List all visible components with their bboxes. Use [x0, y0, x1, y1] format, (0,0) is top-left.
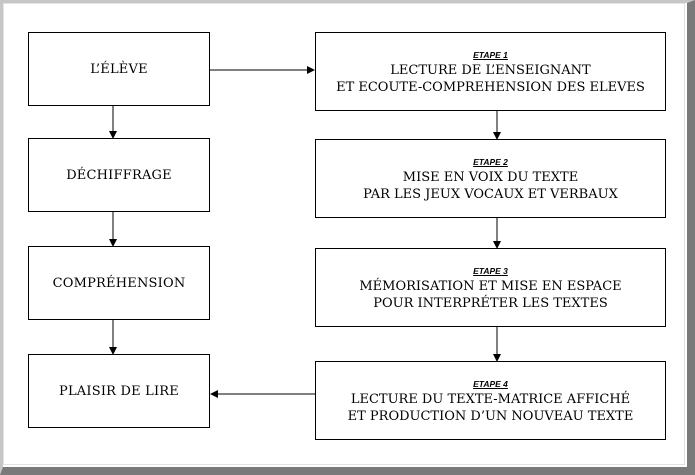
box-dechiffrage: DÉCHIFFRAGE — [28, 138, 210, 212]
etape-3-line-1: MÉMORISATION ET MISE EN ESPACE — [359, 279, 622, 294]
etape-1-line-2: ET ECOUTE-COMPREHENSION DES ELEVES — [336, 80, 645, 95]
box-comprehension-label: COMPRÉHENSION — [52, 275, 186, 291]
box-plaisir-de-lire: PLAISIR DE LIRE — [28, 354, 210, 428]
frame-inner-border — [3, 3, 685, 465]
etape-1-title: ETAPE 1 — [473, 50, 508, 60]
etape-4-title: ETAPE 4 — [473, 379, 508, 389]
box-etape-3: ETAPE 3 MÉMORISATION ET MISE EN ESPACE P… — [315, 248, 666, 327]
etape-2-line-1: MISE EN VOIX DU TEXTE — [402, 170, 579, 185]
etape-3-title: ETAPE 3 — [473, 266, 508, 276]
box-dechiffrage-label: DÉCHIFFRAGE — [66, 167, 172, 183]
box-eleve-label: L’ÉLÈVE — [90, 61, 148, 77]
box-etape-2: ETAPE 2 MISE EN VOIX DU TEXTE PAR LES JE… — [315, 139, 666, 218]
etape-3-line-2: POUR INTERPRÉTER LES TEXTES — [373, 296, 608, 311]
box-eleve: L’ÉLÈVE — [28, 32, 210, 106]
box-plaisir-label: PLAISIR DE LIRE — [59, 383, 179, 399]
etape-1-line-1: LECTURE DE L’ENSEIGNANT — [390, 63, 591, 78]
box-etape-4: ETAPE 4 LECTURE DU TEXTE-MATRICE AFFICHÉ… — [315, 361, 666, 440]
etape-4-line-1: LECTURE DU TEXTE-MATRICE AFFICHÉ — [350, 392, 631, 407]
box-comprehension: COMPRÉHENSION — [28, 246, 210, 320]
box-etape-1: ETAPE 1 LECTURE DE L’ENSEIGNANT ET ECOUT… — [315, 32, 666, 111]
etape-2-title: ETAPE 2 — [473, 157, 508, 167]
etape-2-line-2: PAR LES JEUX VOCAUX ET VERBAUX — [363, 187, 618, 202]
etape-4-line-2: ET PRODUCTION D’UN NOUVEAU TEXTE — [347, 409, 634, 424]
